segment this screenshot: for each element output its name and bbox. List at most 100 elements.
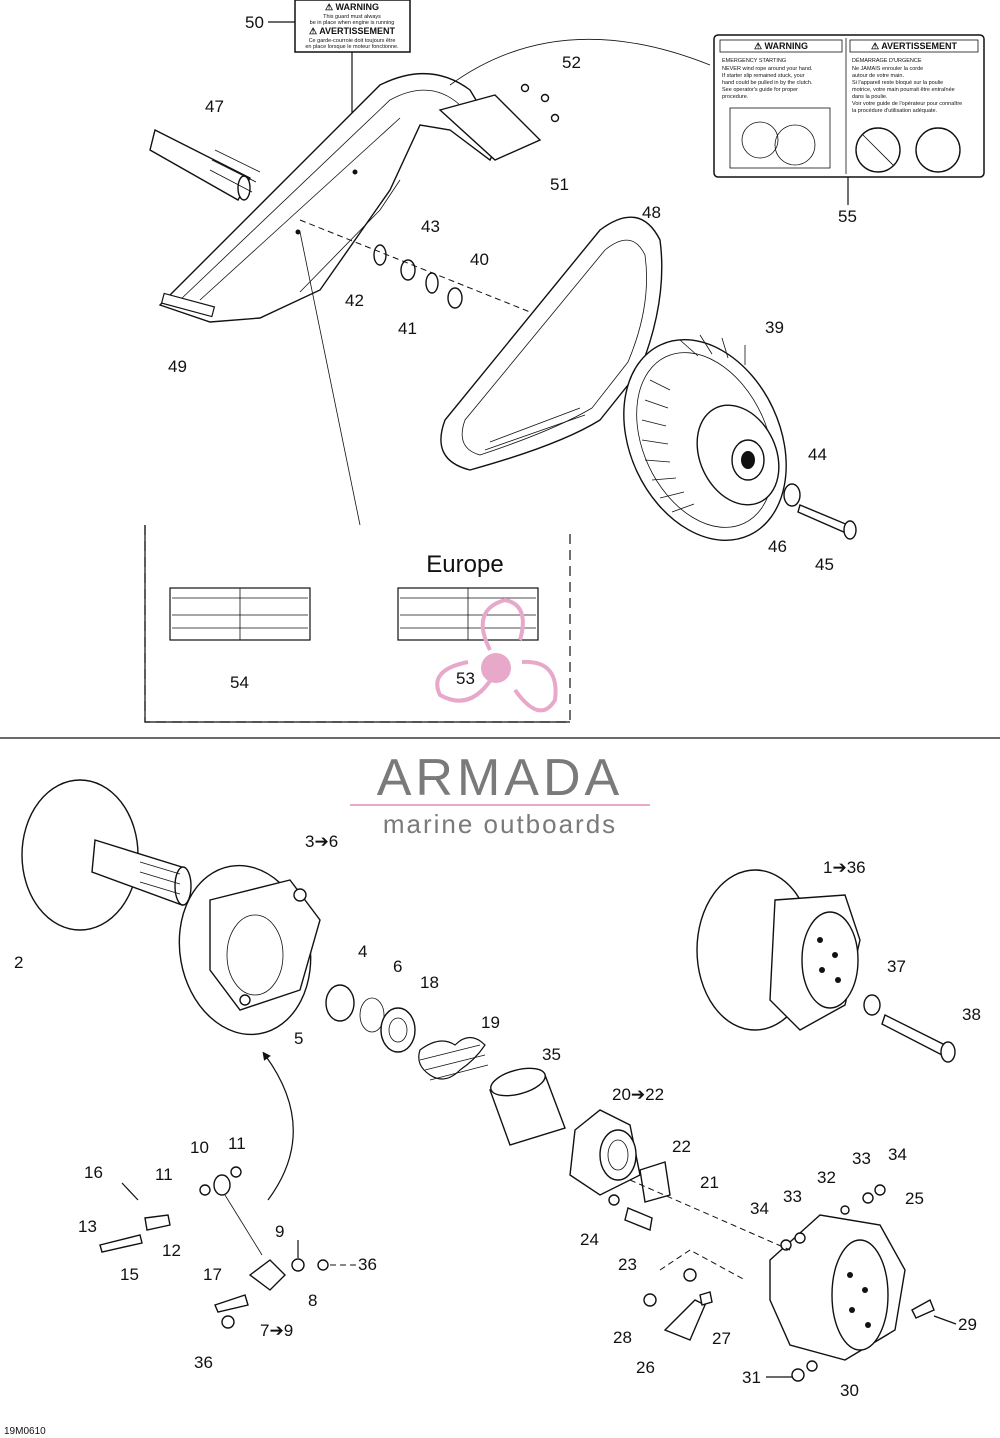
- callout-1-36: 1➔36: [823, 858, 866, 877]
- parts-26-28: [643, 1249, 746, 1341]
- callout-27: 27: [712, 1329, 731, 1348]
- callouts: 50 47 52 51 49 43 40 42 41 48 39 55 44 4…: [14, 13, 981, 1400]
- fixed-sheave: [21, 779, 192, 931]
- callout-33-b: 33: [783, 1187, 802, 1206]
- guard-decal-title: ⚠ WARNING: [325, 2, 379, 12]
- warning-decal-right-line: Ne JAMAIS enrouler la corde: [852, 66, 923, 72]
- callout-11-a: 11: [228, 1134, 246, 1153]
- guard-decal-line1: This guard must always: [323, 14, 381, 20]
- belt-guard: [158, 72, 542, 323]
- callout-6: 6: [393, 957, 402, 976]
- callout-21: 21: [700, 1173, 719, 1192]
- warning-decal: ⚠ WARNING ⚠ AVERTISSEMENT EMERGENCY STAR…: [713, 34, 985, 178]
- callout-24: 24: [580, 1230, 599, 1249]
- guard-decal: ⚠ WARNING This guard must always be in p…: [294, 0, 411, 53]
- warning-decal-right-line: la procédure d'utilisation adéquate.: [852, 108, 938, 114]
- callout-15: 15: [120, 1265, 139, 1284]
- callout-54: 54: [230, 673, 249, 692]
- callout-16: 16: [84, 1163, 103, 1182]
- warning-decal-right-title: ⚠ AVERTISSEMENT: [871, 41, 958, 51]
- callout-13: 13: [78, 1217, 97, 1236]
- callout-25: 25: [905, 1189, 924, 1208]
- warning-decal-right-line: motrice, votre main pourrait être entraî…: [852, 87, 955, 93]
- europe-decals-box: Europe: [144, 525, 571, 723]
- callout-38: 38: [962, 1005, 981, 1024]
- callout-55: 55: [838, 207, 857, 226]
- washers-40-43: [373, 244, 463, 309]
- spider-assembly: [769, 1184, 935, 1382]
- warning-decal-left-line: See operator's guide for proper: [722, 87, 798, 93]
- pulley-bolt: [783, 483, 857, 540]
- callout-40: 40: [470, 250, 489, 269]
- watermark-brand: ARMADA: [377, 749, 623, 807]
- callout-37: 37: [887, 957, 906, 976]
- warning-decal-right-line: Si l'appareil reste bloqué sur la poulie: [852, 80, 943, 86]
- warning-decal-right-line: dans la poulie.: [852, 94, 888, 100]
- callout-10: 10: [190, 1138, 209, 1157]
- sleeve: [489, 1067, 566, 1146]
- callout-47: 47: [205, 97, 224, 116]
- leader-arc-55: [449, 38, 711, 86]
- drawing-code: 19M0610: [4, 1426, 46, 1437]
- callout-41: 41: [398, 319, 417, 338]
- guard-bracket-hardware: [520, 83, 560, 123]
- drive-pulley-assembly: [696, 869, 861, 1031]
- callout-53: 53: [456, 669, 475, 688]
- drive-belt: [440, 216, 663, 471]
- callout-29: 29: [958, 1315, 977, 1334]
- warning-decal-left-line: If starter slip remained stuck, your: [722, 73, 805, 79]
- callout-5: 5: [294, 1029, 303, 1048]
- movable-sheave: [178, 864, 321, 1036]
- armada-logo: [435, 597, 558, 713]
- callout-48: 48: [642, 203, 661, 222]
- callout-35: 35: [542, 1045, 561, 1064]
- roller-hardware: [99, 1051, 329, 1329]
- driven-shaft: [149, 128, 261, 201]
- axis-line-lower: [629, 1179, 791, 1251]
- callout-9: 9: [275, 1222, 284, 1241]
- governor-cup: [569, 1109, 671, 1203]
- callout-23: 23: [618, 1255, 637, 1274]
- callout-3-6: 3➔6: [305, 832, 338, 851]
- callout-26: 26: [636, 1358, 655, 1377]
- callout-31: 31: [742, 1368, 761, 1387]
- europe-label: Europe: [426, 551, 503, 578]
- callout-18: 18: [420, 973, 439, 992]
- callout-44: 44: [808, 445, 827, 464]
- callout-34-a: 34: [888, 1145, 907, 1164]
- callout-28: 28: [613, 1328, 632, 1347]
- callout-20-22: 20➔22: [612, 1085, 664, 1104]
- callout-50: 50: [245, 13, 264, 32]
- callout-46: 46: [768, 537, 787, 556]
- callout-52: 52: [562, 53, 581, 72]
- warning-decal-left-line: hand could be pulled in by the clutch.: [722, 80, 813, 86]
- leader-guard-to-europe: [299, 231, 361, 526]
- callout-33-a: 33: [852, 1149, 871, 1168]
- warning-decal-right-line: autour de votre main.: [852, 73, 904, 79]
- warning-decal-left-line: NEVER wind rope around your hand.: [722, 66, 813, 72]
- callout-51: 51: [550, 175, 569, 194]
- warning-decal-left-subtitle: EMERGENCY STARTING: [722, 58, 786, 64]
- callout-45: 45: [815, 555, 834, 574]
- bolt-23-washer-24: [608, 1194, 653, 1231]
- guard-decal-line4: en place lorsque le moteur fonctionne.: [305, 44, 399, 50]
- callout-11-b: 11: [155, 1165, 173, 1184]
- warning-decal-right-line: Voir votre guide de l'opérateur pour con…: [852, 101, 962, 107]
- callout-30: 30: [840, 1381, 859, 1400]
- spring: [418, 1036, 489, 1081]
- callout-34-b: 34: [750, 1199, 769, 1218]
- callout-8: 8: [308, 1291, 317, 1310]
- warning-decal-right-subtitle: DÉMARRAGE D'URGENCE: [852, 57, 922, 64]
- callout-22: 22: [672, 1137, 691, 1156]
- callout-39: 39: [765, 318, 784, 337]
- callout-36-a: 36: [358, 1255, 377, 1274]
- driven-pulley: [623, 334, 787, 542]
- callout-12: 12: [162, 1241, 181, 1260]
- callout-42: 42: [345, 291, 364, 310]
- guard-decal-line2: be in place when engine is running: [310, 20, 395, 26]
- guard-decal-title2: ⚠ AVERTISSEMENT: [309, 26, 396, 36]
- warning-decal-left-line: procedure.: [722, 94, 749, 100]
- callout-36-b: 36: [194, 1353, 213, 1372]
- callout-32: 32: [817, 1168, 836, 1187]
